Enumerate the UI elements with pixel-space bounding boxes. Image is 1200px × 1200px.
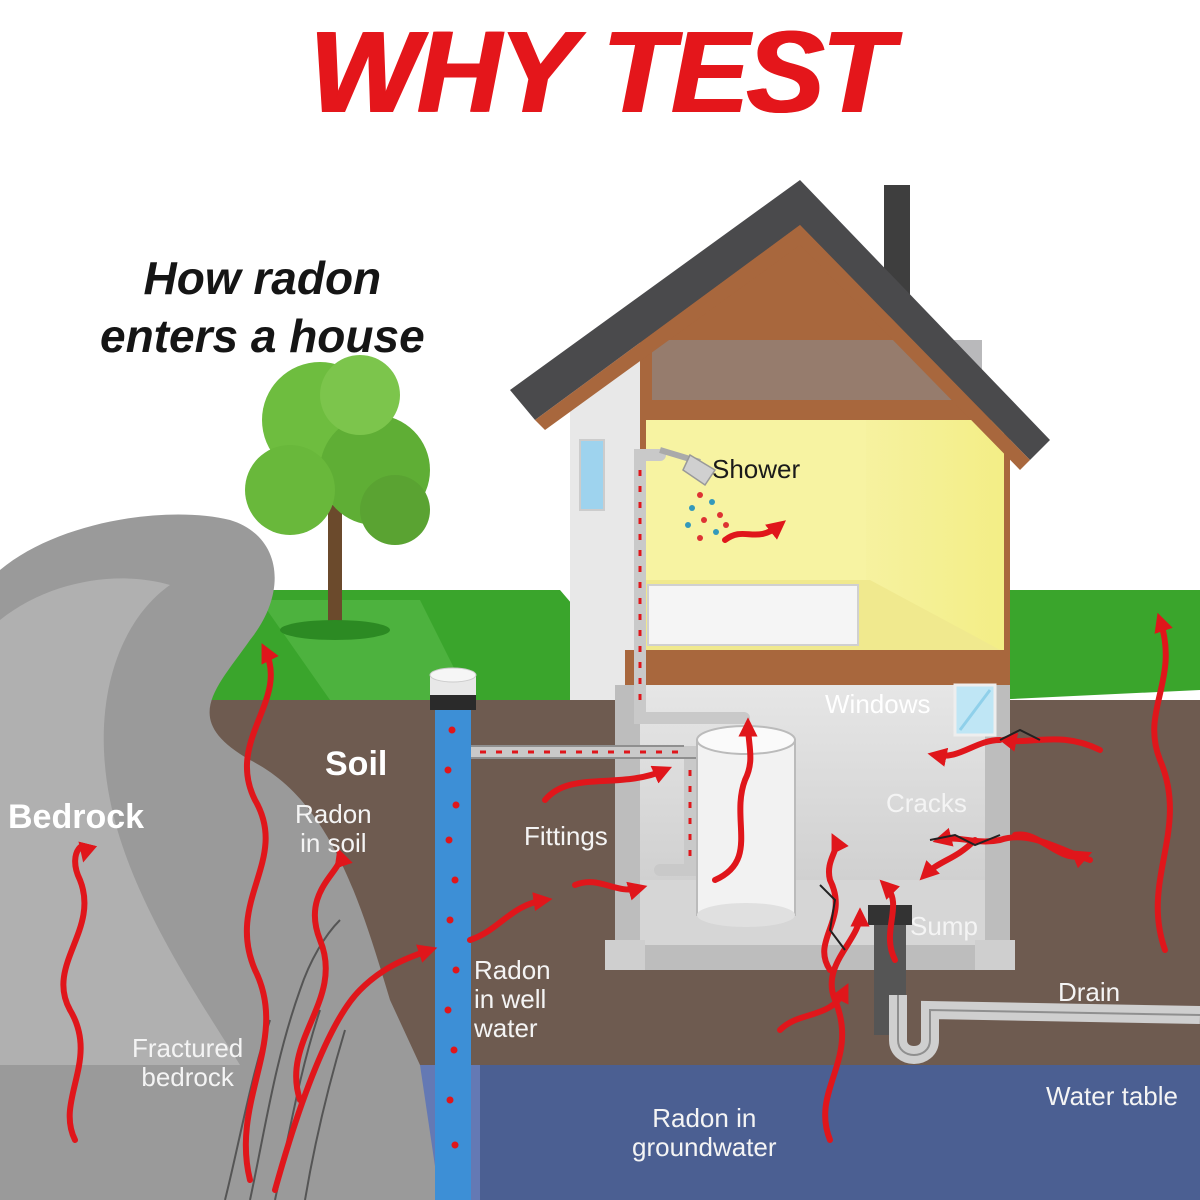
radon-arrow-soil-1 <box>242 643 279 1183</box>
radon-arrow-floor-1 <box>821 833 849 973</box>
label-shower: Shower <box>712 454 801 484</box>
side-window <box>579 439 605 511</box>
basement-footing-right <box>975 940 1015 970</box>
shower-spray <box>685 492 729 541</box>
bathtub <box>647 584 859 646</box>
roof <box>510 180 1050 460</box>
label-cracks: Cracks <box>886 788 967 818</box>
radon-arrow-cracks-1 <box>932 827 1093 863</box>
radon-arrow-cracks-2 <box>927 737 1003 767</box>
radon-arrow-fractures <box>272 944 438 1193</box>
label-water-table: Water table <box>1046 1081 1178 1111</box>
floor-cracks <box>819 728 1041 951</box>
plumbing-pipe-outline <box>470 745 696 759</box>
bedrock-highlight <box>0 578 240 1065</box>
tree <box>245 355 430 640</box>
label-fittings: Fittings <box>524 821 608 851</box>
well-radon-dots <box>444 726 460 1149</box>
water-heater <box>696 725 796 927</box>
label-radon-in-groundwater-line1: Radon in <box>652 1103 757 1133</box>
basement-footing-left <box>605 940 645 970</box>
radon-arrow-shower <box>722 520 787 543</box>
label-radon-in-well-water-line1: Radon <box>474 955 551 985</box>
radon-arrow-cracks-soil <box>1012 831 1093 869</box>
label-radon-in-well-water: Radon in well water <box>474 955 551 1044</box>
label-radon-in-soil: Radon in soil <box>295 799 372 859</box>
label-windows: Windows <box>825 689 931 719</box>
headline-title: WHY TEST <box>309 7 892 137</box>
radon-arrow-soil-2 <box>293 847 353 1103</box>
label-radon-in-well-water-line3: water <box>474 1013 538 1044</box>
radon-arrow-tank <box>712 717 758 883</box>
radon-arrow-fittings <box>572 879 648 901</box>
shower-head <box>659 447 717 487</box>
label-radon-in-groundwater-line2: groundwater <box>632 1132 777 1163</box>
radon-pipe-flow <box>480 470 692 860</box>
radon-arrow-floor-2 <box>879 879 900 963</box>
label-fractured-bedrock-line2: bedrock <box>141 1062 234 1093</box>
radon-arrow-to-well <box>467 892 553 943</box>
radon-arrow-drain-1 <box>777 983 849 1033</box>
radon-arrow-right <box>1151 612 1173 953</box>
house-side-wall <box>570 330 640 700</box>
subtitle-line-2: enters a house <box>100 309 425 362</box>
radon-arrow-cracks-3 <box>919 837 978 881</box>
grass-right <box>990 590 1200 700</box>
diagram-subtitle: How radon enters a house <box>100 250 425 365</box>
radon-arrow-bedrock <box>60 841 98 1143</box>
label-radon-in-well-water-line2: in well <box>474 984 547 1015</box>
label-fractured-bedrock-line1: Fractured <box>132 1033 244 1063</box>
sump-and-drain <box>868 905 1200 1064</box>
label-bedrock: Bedrock <box>8 798 145 836</box>
label-radon-in-soil-line2: in soil <box>300 828 367 859</box>
well <box>429 667 477 1200</box>
label-sump: Sump <box>910 911 978 941</box>
radon-arrows <box>60 520 1173 1193</box>
label-soil: Soil <box>325 745 388 783</box>
roof-trim <box>535 225 1030 470</box>
radon-arrow-fittings-2 <box>542 765 673 803</box>
radon-arrow-groundwater <box>822 907 870 1143</box>
label-radon-in-soil-line1: Radon <box>295 799 372 829</box>
label-drain: Drain <box>1058 977 1121 1007</box>
subtitle-line-1: How radon <box>143 252 382 304</box>
radon-arrow-windows <box>997 732 1103 753</box>
label-radon-in-groundwater: Radon in groundwater <box>632 1103 777 1163</box>
floor-slab <box>625 650 1010 685</box>
basement-window <box>953 683 997 737</box>
label-fractured-bedrock: Fractured bedrock <box>132 1033 244 1093</box>
